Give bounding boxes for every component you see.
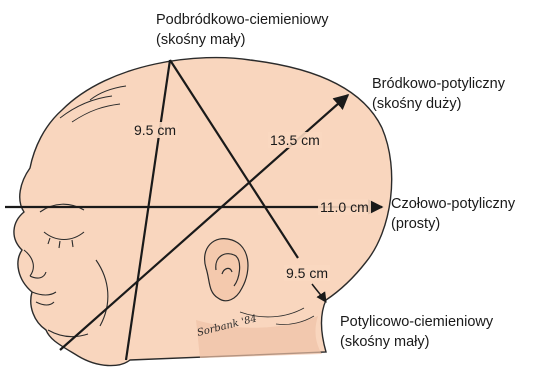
label-fronto-occipital: Czołowo-potyliczny (prosty) [391,194,515,234]
measure-mento-occipital: 13.5 cm [268,132,322,148]
label-suboccipito-bregmatic-line1: Potylicowo-ciemieniowy [340,312,493,332]
measure-suboccipito-bregmatic: 9.5 cm [284,265,330,281]
label-mento-occipital-line2: (skośny duży) [372,94,505,114]
label-mento-occipital: Bródkowo-potyliczny (skośny duży) [372,74,505,114]
label-submento-bregmatic-line2: (skośny mały) [156,30,328,50]
measure-submento-bregmatic: 9.5 cm [132,122,178,138]
measure-fronto-occipital: 11.0 cm [318,199,371,215]
measure-mento-occipital-value: 13.5 cm [268,132,322,148]
label-suboccipito-bregmatic: Potylicowo-ciemieniowy (skośny mały) [340,312,493,352]
label-mento-occipital-line1: Bródkowo-potyliczny [372,74,505,94]
label-suboccipito-bregmatic-line2: (skośny mały) [340,332,493,352]
label-fronto-occipital-line1: Czołowo-potyliczny [391,194,515,214]
label-fronto-occipital-line2: (prosty) [391,214,515,234]
label-submento-bregmatic: Podbródkowo-ciemieniowy (skośny mały) [156,10,328,50]
measure-fronto-occipital-value: 11.0 cm [318,199,371,215]
label-submento-bregmatic-line1: Podbródkowo-ciemieniowy [156,10,328,30]
measure-submento-bregmatic-value: 9.5 cm [132,122,178,138]
measure-suboccipito-bregmatic-value: 9.5 cm [284,265,330,281]
